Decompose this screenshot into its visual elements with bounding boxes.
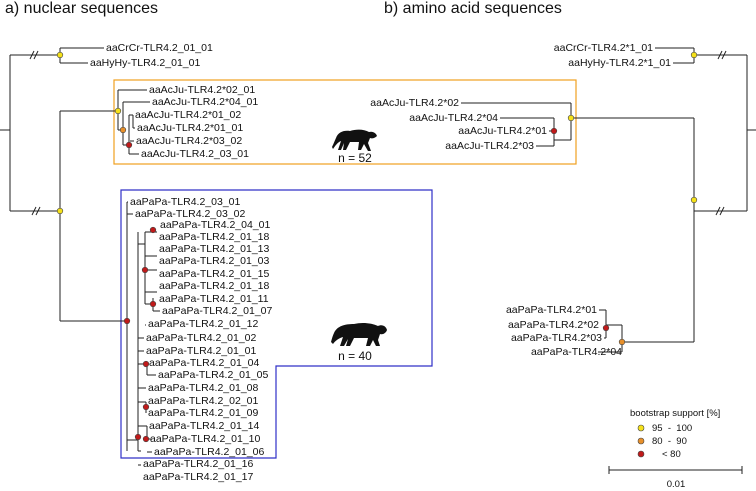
tip-label: aaPaPa-TLR4.2_01_18 xyxy=(159,280,269,292)
tip-label: aaPaPa-TLR4.2_01_07 xyxy=(162,305,272,317)
tip-label: aaPaPa-TLR4.2_01_14 xyxy=(149,420,259,432)
bootstrap-node xyxy=(618,338,626,346)
tip-label: aaPaPa-TLR4.2*03 xyxy=(511,332,602,344)
tip-label: aaAcJu-TLR4.2*03_02 xyxy=(136,135,242,147)
tree-b-bootstrap-nodes xyxy=(550,51,698,346)
bootstrap-node xyxy=(142,403,150,411)
bootstrap-node xyxy=(690,196,698,204)
tip-label: aaHyHy-TLR4.2*1_01 xyxy=(568,57,671,69)
tip-label: aaPaPa-TLR4.2_01_08 xyxy=(148,382,258,394)
tip-label: aaPaPa-TLR4.2_01_17 xyxy=(143,471,253,483)
legend-swatch-yellow xyxy=(637,424,645,432)
bootstrap-node xyxy=(119,126,127,134)
tree-a-bootstrap-nodes xyxy=(56,51,157,443)
tip-label: aaAcJu-TLR4.2*02 xyxy=(370,97,459,109)
legend-title: bootstrap support [%] xyxy=(630,408,720,419)
legend-label: < 80 xyxy=(662,449,681,460)
legend-swatch-orange xyxy=(637,437,645,445)
tip-label: aaPaPa-TLR4.2*02 xyxy=(508,319,599,331)
tip-label: aaPaPa-TLR4.2_01_04 xyxy=(149,357,259,369)
tree-b-branches xyxy=(461,47,756,353)
jaguar-silhouette-icon xyxy=(331,322,387,346)
tip-label: aaAcJu-TLR4.2*01_02 xyxy=(135,109,241,121)
tip-label: aaCrCr-TLR4.2*1_01 xyxy=(554,42,653,54)
panel-b-title: b) amino acid sequences xyxy=(384,0,562,17)
tip-label: aaPaPa-TLR4.2_01_05 xyxy=(158,369,268,381)
tip-label: aaPaPa-TLR4.2_01_12 xyxy=(148,318,258,330)
tip-label: aaPaPa-TLR4.2_01_09 xyxy=(148,407,258,419)
bootstrap-node xyxy=(56,51,64,59)
tip-label: aaPaPa-TLR4.2_01_18 xyxy=(159,231,269,243)
bootstrap-node xyxy=(114,107,122,115)
bootstrap-node xyxy=(141,266,149,274)
tree-a-papa-labels: aaPaPa-TLR4.2_03_01 aaPaPa-TLR4.2_03_02 … xyxy=(130,196,272,483)
panel-a-title: a) nuclear sequences xyxy=(5,0,158,17)
scale-bar: 0.01 xyxy=(608,466,743,490)
bootstrap-node xyxy=(142,435,150,443)
tip-label: aaAcJu-TLR4.2*01_01 xyxy=(137,122,243,134)
bootstrap-node xyxy=(142,360,150,368)
bootstrap-node xyxy=(134,433,142,441)
tip-label: aaPaPa-TLR4.2_01_13 xyxy=(159,243,269,255)
tip-label: aaHyHy-TLR4.2_01_01 xyxy=(90,57,200,69)
tip-label: aaAcJu-TLR4.2*02_01 xyxy=(149,84,255,96)
bootstrap-node xyxy=(550,127,558,135)
tip-label: aaAcJu-TLR4.2*04 xyxy=(409,112,498,124)
bootstrap-node xyxy=(149,226,157,234)
tip-label: aaPaPa-TLR4.2_01_16 xyxy=(143,458,253,470)
tip-label: aaPaPa-TLR4.2_01_15 xyxy=(159,268,269,280)
tip-label: aaAcJu-TLR4.2_03_01 xyxy=(141,148,249,160)
legend-label: 95 - 100 xyxy=(652,423,692,434)
tip-label: aaPaPa-TLR4.2*04 xyxy=(531,346,622,358)
bootstrap-node xyxy=(56,207,64,215)
scale-bar-label: 0.01 xyxy=(667,479,686,490)
tip-label: aaPaPa-TLR4.2_02_01 xyxy=(148,395,258,407)
acju-group-box xyxy=(113,79,577,165)
tip-label: aaPaPa-TLR4.2*01 xyxy=(506,304,597,316)
bootstrap-node xyxy=(149,300,157,308)
bootstrap-node xyxy=(123,317,131,325)
tip-label: aaAcJu-TLR4.2*01 xyxy=(458,125,547,137)
tip-label: aaPaPa-TLR4.2_03_02 xyxy=(135,208,245,220)
bootstrap-node xyxy=(690,51,698,59)
tip-label: aaPaPa-TLR4.2_04_01 xyxy=(160,219,270,231)
tip-label: aaPaPa-TLR4.2_01_01 xyxy=(146,345,256,357)
tip-label: aaPaPa-TLR4.2_01_02 xyxy=(146,332,256,344)
cheetah-silhouette-icon xyxy=(332,129,377,151)
tip-label: aaAcJu-TLR4.2*04_01 xyxy=(152,96,258,108)
tip-label: aaAcJu-TLR4.2*03 xyxy=(445,140,534,152)
tip-label: aaPaPa-TLR4.2_01_11 xyxy=(159,293,269,305)
legend-label: 80 - 90 xyxy=(652,436,687,447)
tip-label: aaPaPa-TLR4.2_01_03 xyxy=(159,255,269,267)
tip-label: aaPaPa-TLR4.2_03_01 xyxy=(130,196,240,208)
legend-swatch-red xyxy=(637,450,645,458)
tip-label: aaPaPa-TLR4.2_01_10 xyxy=(150,433,260,445)
papa-sample-count: n = 40 xyxy=(338,349,372,363)
bootstrap-node xyxy=(125,141,133,149)
tip-label: aaCrCr-TLR4.2_01_01 xyxy=(106,42,213,54)
papa-group-box xyxy=(120,189,433,459)
tip-label: aaPaPa-TLR4.2_01_06 xyxy=(154,446,264,458)
bootstrap-node xyxy=(602,324,610,332)
bootstrap-legend: bootstrap support [%] 95 - 100 80 - 90 <… xyxy=(630,408,720,460)
acju-sample-count: n = 52 xyxy=(338,151,372,165)
bootstrap-node xyxy=(567,114,575,122)
